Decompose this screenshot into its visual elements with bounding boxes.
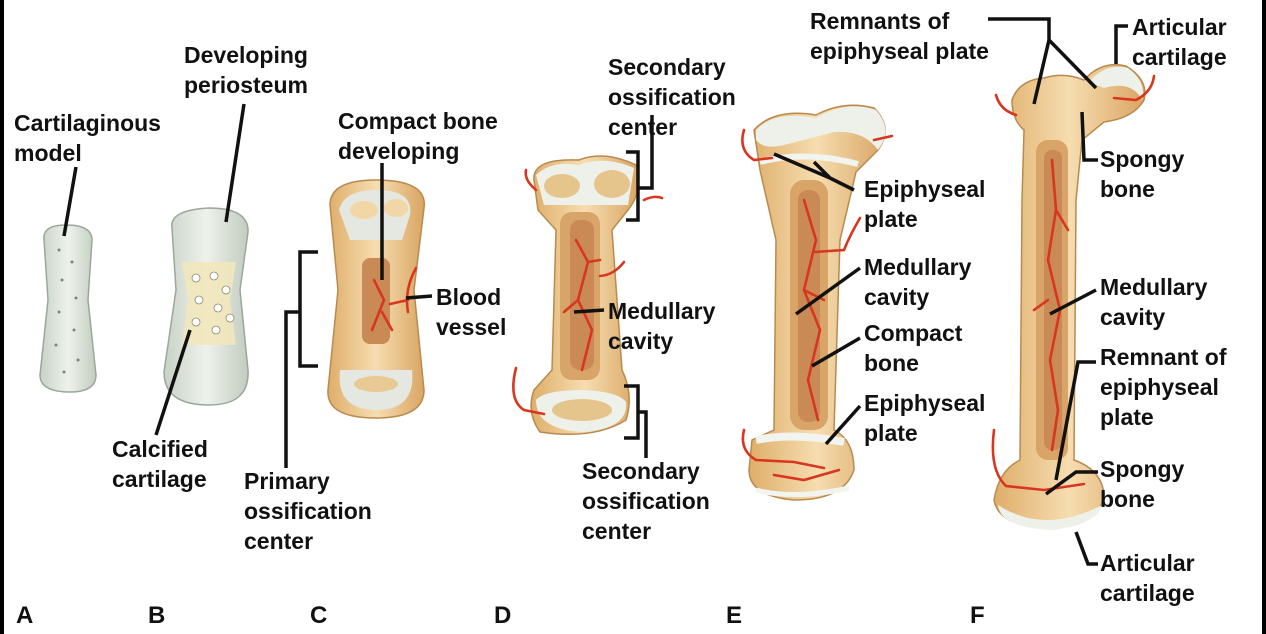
label-line: Compact bone — [338, 106, 498, 136]
label-medullary-cavity-f: Medullary cavity — [1100, 272, 1207, 332]
stage-letter-a: A — [16, 602, 33, 630]
label-line: developing — [338, 136, 498, 166]
label-line: Medullary — [608, 296, 715, 326]
label-line: plate — [1100, 402, 1227, 432]
label-line: center — [608, 112, 736, 142]
label-blood-vessel: Blood vessel — [436, 282, 506, 342]
label-line: bone — [1100, 174, 1184, 204]
label-secondary-ossification-center-top: Secondary ossification center — [608, 52, 736, 142]
label-line: Articular — [1132, 12, 1227, 42]
leader-blood-vessel — [406, 296, 432, 298]
label-compact-bone-e: Compact bone — [864, 318, 962, 378]
leader-developing-periosteum — [226, 104, 244, 222]
label-line: plate — [864, 418, 985, 448]
label-line: cavity — [608, 326, 715, 356]
label-line: cavity — [1100, 302, 1207, 332]
label-line: Secondary — [582, 456, 710, 486]
label-line: cartilage — [112, 464, 208, 494]
label-line: Epiphyseal — [864, 388, 985, 418]
label-line: Medullary — [864, 252, 971, 282]
label-line: cartilage — [1132, 42, 1227, 72]
stage-letter-d: D — [494, 602, 511, 630]
label-line: Epiphyseal — [864, 174, 985, 204]
leader-articular-cartilage-top — [1116, 26, 1128, 64]
label-line: epiphyseal — [1100, 372, 1227, 402]
label-spongy-bone-bottom: Spongy bone — [1100, 454, 1184, 514]
label-line: Remnants of — [810, 6, 989, 36]
label-line: Compact — [864, 318, 962, 348]
leader-articular-cartilage-bottom — [1076, 532, 1098, 564]
label-line: bone — [864, 348, 962, 378]
label-secondary-ossification-center-bottom: Secondary ossification center — [582, 456, 710, 546]
label-line: Articular — [1100, 548, 1195, 578]
label-line: Spongy — [1100, 144, 1184, 174]
label-line: model — [14, 138, 161, 168]
label-compact-bone-developing: Compact bone developing — [338, 106, 498, 166]
label-line: center — [244, 526, 372, 556]
label-spongy-bone-top: Spongy bone — [1100, 144, 1184, 204]
label-line: epiphyseal plate — [810, 36, 989, 66]
label-line: plate — [864, 204, 985, 234]
label-epiphyseal-plate-e-top: Epiphyseal plate — [864, 174, 985, 234]
label-line: vessel — [436, 312, 506, 342]
label-calcified-cartilage: Calcified cartilage — [112, 434, 208, 494]
bracket-primary-ossification-center — [286, 252, 318, 468]
stage-letter-f: F — [970, 602, 985, 630]
label-line: Remnant of — [1100, 342, 1227, 372]
label-line: Primary — [244, 466, 372, 496]
label-medullary-cavity-d: Medullary cavity — [608, 296, 715, 356]
label-line: ossification — [582, 486, 710, 516]
stage-letter-e: E — [726, 602, 742, 630]
label-line: ossification — [244, 496, 372, 526]
stage-letter-c: C — [310, 602, 327, 630]
label-line: cavity — [864, 282, 971, 312]
label-articular-cartilage-bottom: Articular cartilage — [1100, 548, 1195, 608]
label-cartilaginous-model: Cartilaginous model — [14, 108, 161, 168]
label-line: Developing — [184, 40, 308, 70]
label-line: Cartilaginous — [14, 108, 161, 138]
label-line: center — [582, 516, 710, 546]
label-epiphyseal-plate-e-bottom: Epiphyseal plate — [864, 388, 985, 448]
label-medullary-cavity-e: Medullary cavity — [864, 252, 971, 312]
label-line: ossification — [608, 82, 736, 112]
stage-letter-b: B — [148, 602, 165, 630]
bone-model-a — [40, 225, 96, 392]
label-line: bone — [1100, 484, 1184, 514]
leader-medullary-cavity-d — [574, 310, 604, 312]
label-line: cartilage — [1100, 578, 1195, 608]
label-primary-ossification-center: Primary ossification center — [244, 466, 372, 556]
label-line: Spongy — [1100, 454, 1184, 484]
label-remnant-of-epiphyseal-plate: Remnant of epiphyseal plate — [1100, 342, 1227, 432]
label-line: Medullary — [1100, 272, 1207, 302]
label-line: Secondary — [608, 52, 736, 82]
label-line: Calcified — [112, 434, 208, 464]
label-articular-cartilage-top: Articular cartilage — [1132, 12, 1227, 72]
label-remnants-of-epiphyseal-plate: Remnants of epiphyseal plate — [810, 6, 989, 66]
label-line: periosteum — [184, 70, 308, 100]
label-line: Blood — [436, 282, 506, 312]
label-developing-periosteum: Developing periosteum — [184, 40, 308, 100]
